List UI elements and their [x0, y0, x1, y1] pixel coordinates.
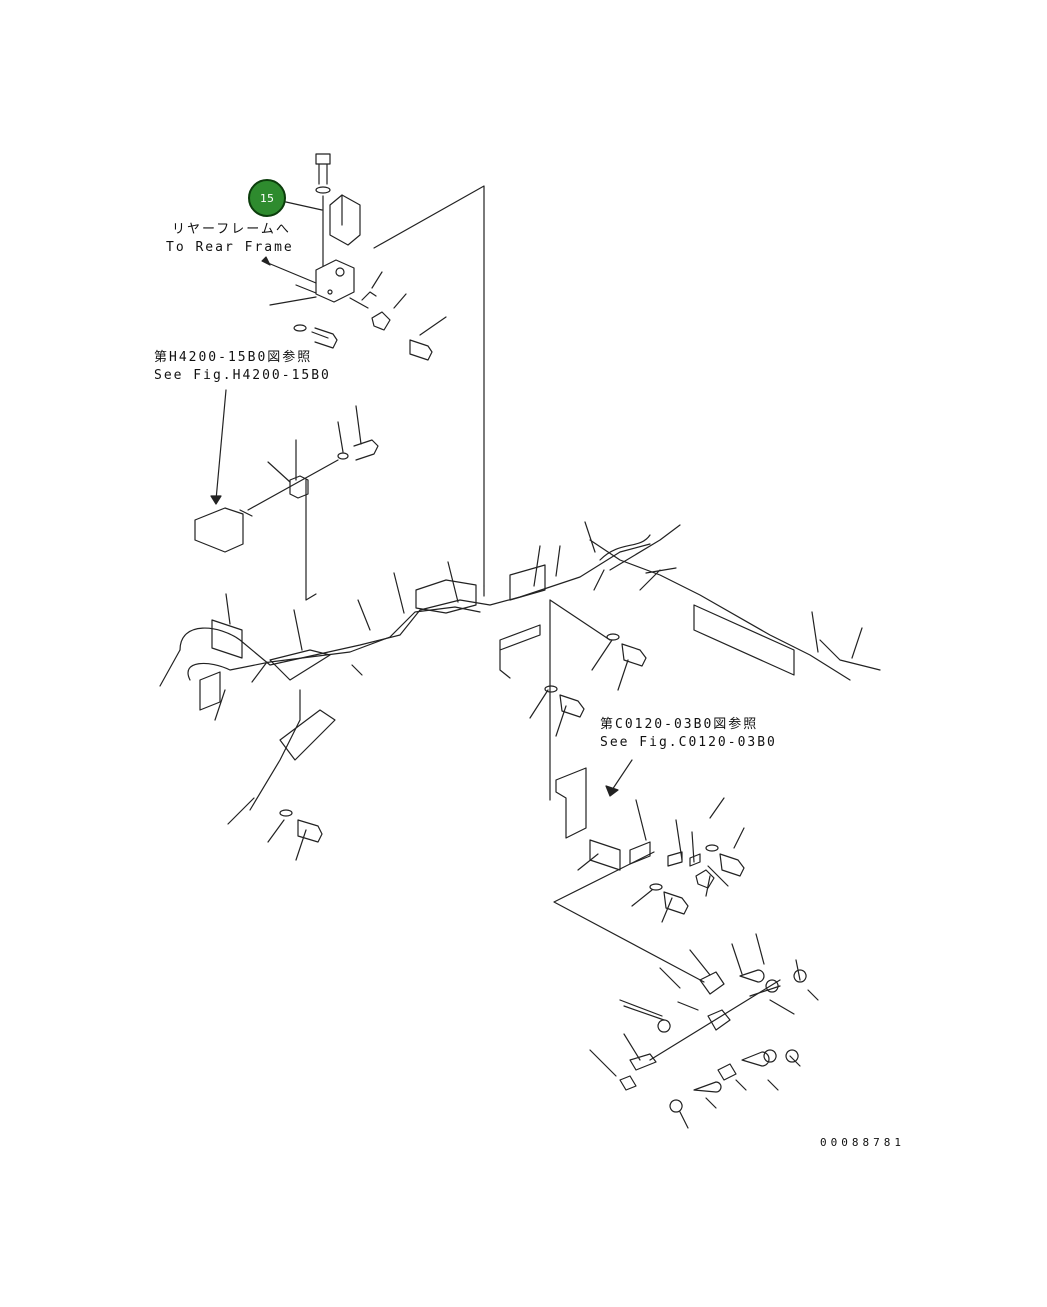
rear-frame-label-jp: リヤーフレームへ: [172, 222, 291, 237]
fig-h4200-label-en: See Fig.H4200-15B0: [154, 368, 331, 383]
mid-bracket-assembly: [499, 599, 647, 801]
drawing-number: 00088781: [820, 1136, 905, 1149]
fig-c0120-label-jp: 第C0120-03B0図参照: [600, 717, 759, 732]
callout-15-button[interactable]: 15: [248, 179, 286, 217]
main-harness: [159, 521, 881, 861]
lower-bracket-assembly: [553, 759, 819, 1129]
top-bracket-assembly: [261, 153, 485, 587]
left-bracket-assembly: [194, 389, 379, 601]
fig-h4200-label-jp: 第H4200-15B0図参照: [154, 350, 313, 365]
callout-number: 15: [260, 191, 274, 205]
rear-frame-label-en: To Rear Frame: [166, 240, 294, 255]
fig-c0120-label-en: See Fig.C0120-03B0: [600, 735, 777, 750]
